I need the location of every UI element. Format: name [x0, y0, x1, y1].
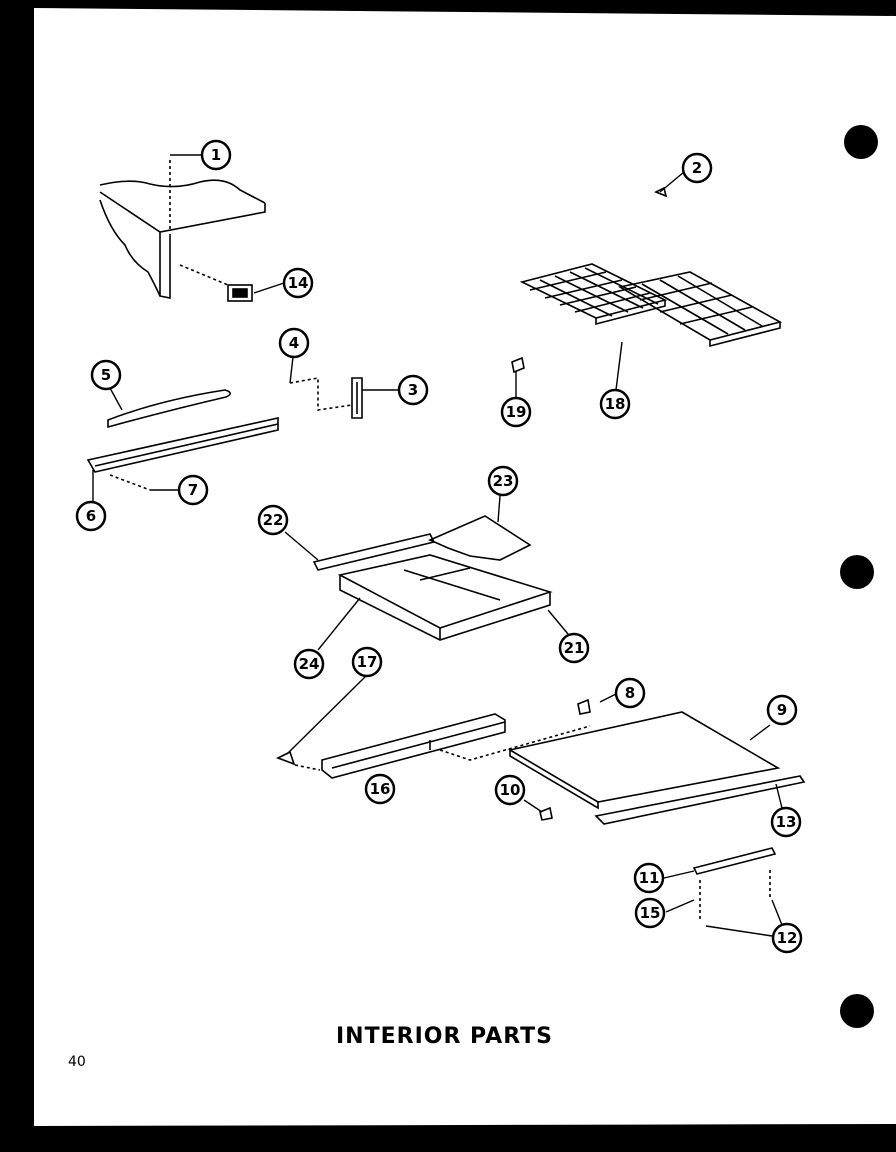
part-18-wire-shelves [519, 263, 783, 348]
svg-text:15: 15 [640, 904, 661, 922]
callout-4: 4 [278, 327, 310, 359]
part-21-crisper-pan [337, 554, 553, 641]
paper [34, 8, 896, 1126]
part-23-cover [428, 515, 532, 561]
callout-19: 19 [500, 396, 532, 428]
cabinet-corner [99, 160, 266, 299]
callout-17: 17 [351, 646, 383, 678]
callout-13: 13 [770, 806, 802, 838]
part-9-glass-shelf [507, 711, 781, 810]
callout-15: 15 [634, 897, 666, 929]
svg-text:21: 21 [564, 639, 585, 657]
part-22-strip [312, 533, 436, 571]
page-number: 40 [68, 1054, 86, 1070]
leader-lines [92, 154, 783, 937]
svg-text:5: 5 [101, 366, 111, 384]
svg-text:1: 1 [211, 146, 221, 164]
part-11-rod [692, 847, 777, 875]
callout-9: 9 [766, 694, 798, 726]
part-14-clip [179, 264, 253, 302]
page-title: INTERIOR PARTS [336, 1024, 553, 1049]
svg-text:4: 4 [289, 334, 299, 352]
part-16-frame [294, 713, 591, 779]
part-5-rod [107, 389, 232, 429]
svg-text:13: 13 [776, 813, 797, 831]
callout-1: 1 [200, 139, 232, 171]
svg-text:17: 17 [357, 653, 378, 671]
svg-text:23: 23 [493, 472, 514, 490]
callout-3: 3 [397, 374, 429, 406]
svg-text:3: 3 [408, 381, 418, 399]
callout-7: 7 [177, 474, 209, 506]
part-12-fasteners [699, 870, 771, 920]
callout-8: 8 [614, 677, 646, 709]
registration-dot-bottom [840, 994, 874, 1028]
callout-18: 18 [599, 388, 631, 420]
callout-16: 16 [364, 773, 396, 805]
svg-text:19: 19 [506, 403, 527, 421]
callout-21: 21 [558, 632, 590, 664]
callout-14: 14 [282, 267, 314, 299]
callout-24: 24 [293, 648, 325, 680]
svg-text:12: 12 [777, 929, 798, 947]
part-13-trim [594, 775, 806, 825]
svg-text:14: 14 [288, 274, 309, 292]
svg-text:22: 22 [263, 511, 284, 529]
svg-text:7: 7 [188, 481, 198, 499]
registration-dot-top [844, 125, 878, 159]
callout-22: 22 [257, 504, 289, 536]
callout-12: 12 [771, 922, 803, 954]
svg-text:8: 8 [625, 684, 635, 702]
svg-text:10: 10 [500, 781, 521, 799]
part-3-bracket [289, 377, 363, 419]
callouts: 1 2 3 4 5 6 7 8 [75, 139, 803, 954]
callout-5: 5 [90, 359, 122, 391]
registration-dot-middle [840, 555, 874, 589]
part-2-screw [654, 186, 668, 198]
svg-text:24: 24 [299, 655, 320, 673]
svg-text:6: 6 [86, 507, 96, 525]
callout-2: 2 [681, 152, 713, 184]
svg-text:11: 11 [639, 869, 660, 887]
part-8-clip [577, 698, 591, 715]
callout-11: 11 [633, 862, 665, 894]
svg-text:18: 18 [605, 395, 626, 413]
callout-23: 23 [487, 465, 519, 497]
svg-text:9: 9 [777, 701, 787, 719]
svg-text:16: 16 [370, 780, 391, 798]
part-6-rail [86, 417, 279, 491]
part-19-clip [511, 356, 525, 374]
svg-text:2: 2 [692, 159, 702, 177]
part-17-screw [276, 750, 296, 766]
callout-10: 10 [494, 774, 526, 806]
part-10-clip [539, 806, 553, 821]
callout-6: 6 [75, 500, 107, 532]
